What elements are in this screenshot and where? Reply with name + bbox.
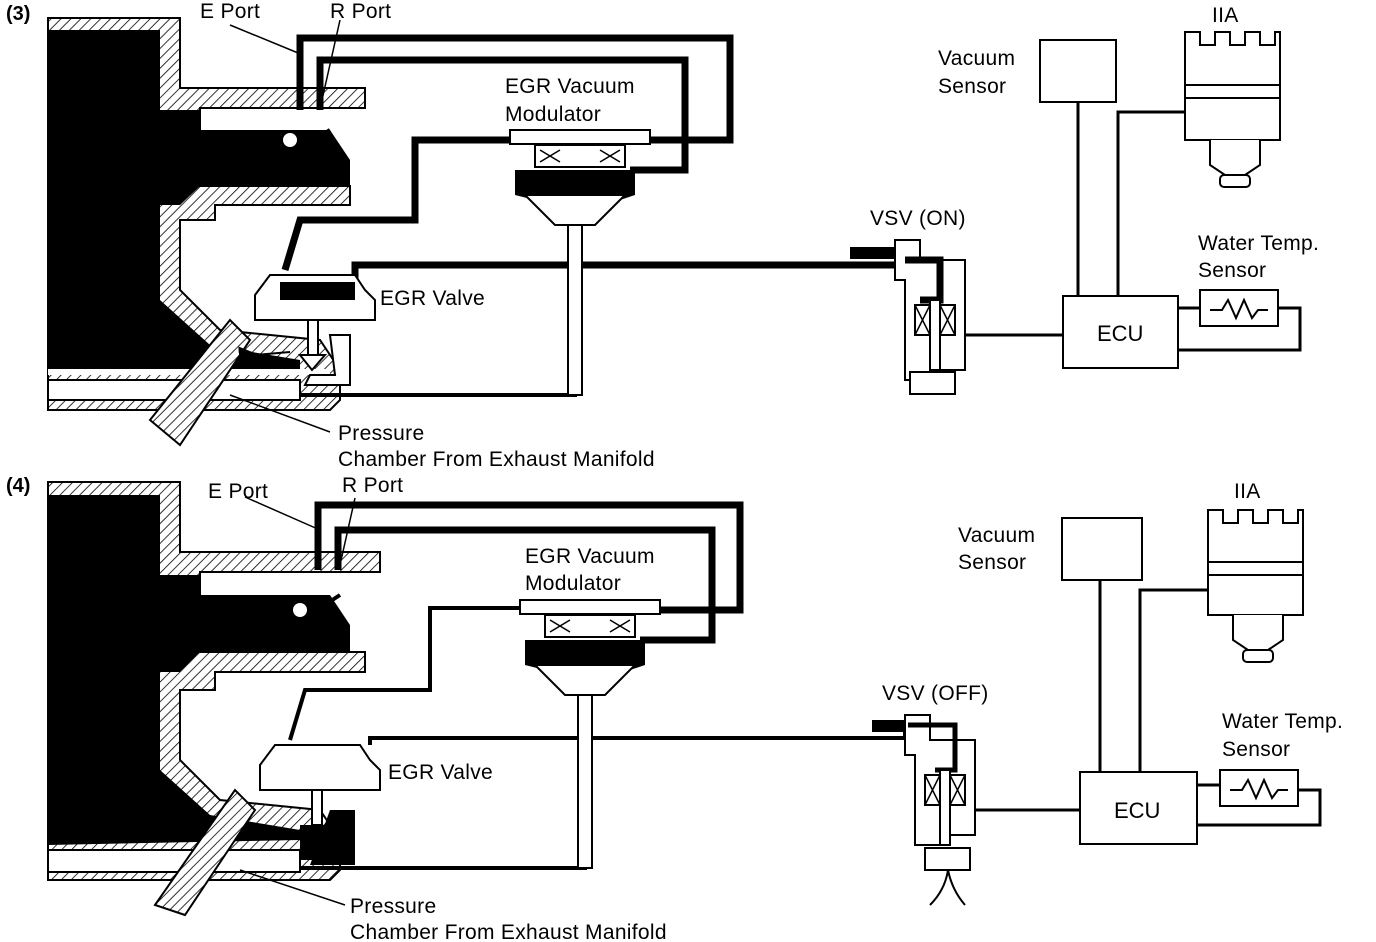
- label-e-port: E Port: [208, 480, 268, 503]
- label-water-temp-line1: Water Temp.: [1222, 710, 1343, 733]
- ecu-box: [1079, 771, 1198, 845]
- intake-manifold: [47, 17, 366, 447]
- label-water-temp-line2: Sensor: [1198, 259, 1266, 282]
- label-vacuum-sensor-line1: Vacuum: [958, 524, 1035, 547]
- vsv-solenoid: [850, 239, 966, 395]
- label-egr-valve: EGR Valve: [380, 287, 485, 310]
- label-pressure-line1: Pressure: [338, 422, 424, 445]
- label-vacuum-sensor-line2: Sensor: [958, 551, 1026, 574]
- egr-vacuum-modulator: [519, 599, 661, 869]
- vacuum-sensor-box: [1039, 39, 1117, 103]
- panel-4-vsv-off: (4): [6, 474, 1343, 942]
- label-iia: IIA: [1234, 480, 1261, 503]
- ecu-box: [1062, 295, 1179, 369]
- label-water-temp-line1: Water Temp.: [1198, 232, 1319, 255]
- label-pressure-line2: Chamber From Exhaust Manifold: [338, 448, 655, 471]
- electrical-wiring: [965, 102, 1302, 352]
- label-iia: IIA: [1212, 4, 1239, 27]
- label-ecu: ECU: [1097, 321, 1143, 346]
- label-modulator-line2: Modulator: [505, 103, 601, 126]
- intake-manifold: [47, 481, 381, 917]
- label-vsv: VSV (OFF): [882, 682, 989, 705]
- label-vacuum-sensor-line1: Vacuum: [938, 47, 1015, 70]
- label-leaders: [229, 19, 341, 433]
- egr-valve: [259, 744, 381, 865]
- egr-valve: [238, 274, 376, 386]
- label-vacuum-sensor-line2: Sensor: [938, 75, 1006, 98]
- egr-vacuum-modulator: [509, 129, 651, 396]
- label-modulator-line1: EGR Vacuum: [505, 75, 635, 98]
- label-e-port: E Port: [200, 0, 260, 23]
- label-modulator-line1: EGR Vacuum: [525, 545, 655, 568]
- label-water-temp-line2: Sensor: [1222, 738, 1290, 761]
- label-ecu: ECU: [1114, 798, 1160, 823]
- label-pressure-line1: Pressure: [350, 895, 436, 918]
- vacuum-sensor-box: [1061, 517, 1143, 581]
- label-leaders: [239, 496, 356, 906]
- label-egr-valve: EGR Valve: [388, 761, 493, 784]
- label-r-port: R Port: [342, 474, 403, 497]
- vsv-solenoid: [872, 714, 976, 906]
- label-vsv: VSV (ON): [870, 207, 966, 230]
- water-temp-sensor: [1199, 289, 1279, 327]
- iia-distributor: [1207, 509, 1304, 663]
- panel-number: (3): [6, 3, 30, 25]
- iia-distributor: [1184, 31, 1281, 188]
- panel-number: (4): [6, 475, 30, 497]
- label-r-port: R Port: [330, 0, 391, 23]
- water-temp-sensor: [1219, 769, 1299, 807]
- label-modulator-line2: Modulator: [525, 572, 621, 595]
- panel-3-vsv-on: (3): [6, 0, 1319, 471]
- label-pressure-line2: Chamber From Exhaust Manifold: [350, 921, 667, 942]
- electrical-wiring: [975, 580, 1322, 827]
